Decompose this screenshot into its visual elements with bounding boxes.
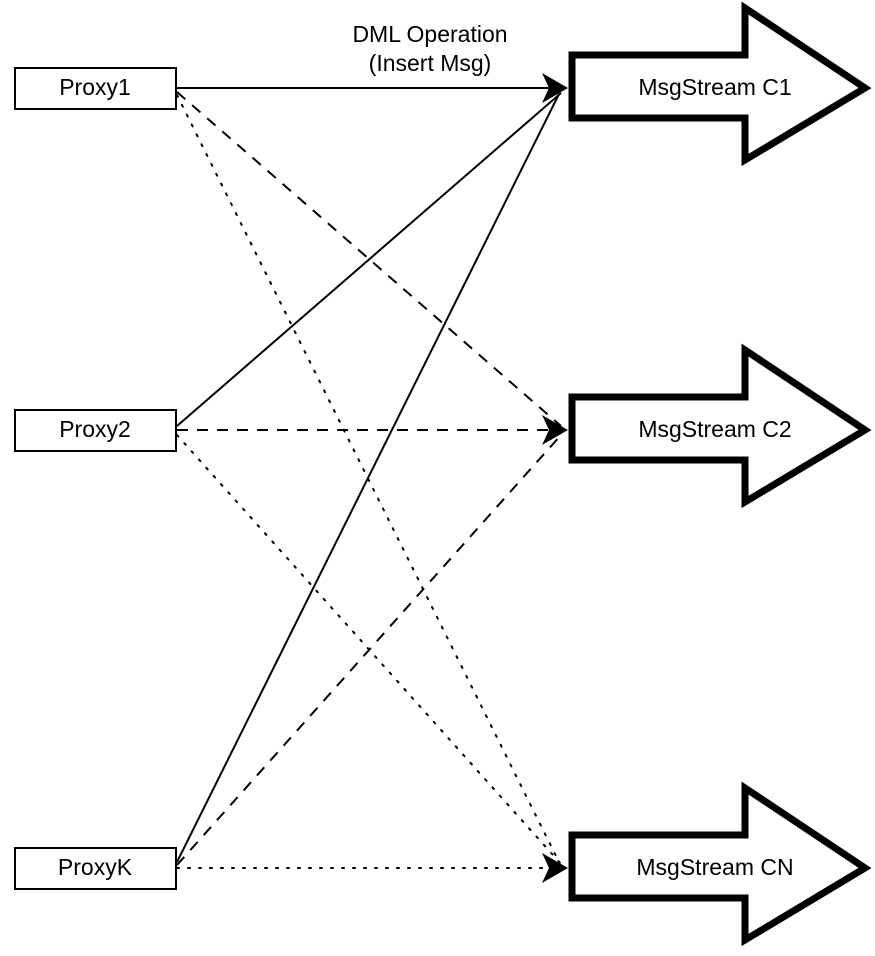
arrowhead-icon-stream-c2	[542, 415, 568, 445]
edge-proxyk-to-stream-c2[interactable]	[176, 434, 562, 866]
stream-node-c2[interactable]: MsgStream C2	[568, 343, 872, 509]
block-arrow-icon-stream-c1[interactable]	[568, 1, 872, 167]
stream-node-c1[interactable]: MsgStream C1	[568, 1, 872, 167]
stream-label-cn: MsgStream CN	[636, 854, 793, 880]
annotation-line-2: (Insert Msg)	[369, 50, 492, 76]
edge-proxy2-to-stream-c1[interactable]	[176, 92, 562, 427]
edge-layer	[176, 87, 564, 869]
edge-proxy1-to-stream-c2[interactable]	[176, 91, 562, 427]
proxy-box-proxyk[interactable]	[14, 847, 177, 890]
proxy-box-proxy2[interactable]	[14, 409, 177, 452]
block-arrow-icon-stream-cn[interactable]	[568, 781, 872, 947]
arrowhead-layer	[542, 73, 568, 883]
proxy-label-proxy2: Proxy2	[59, 416, 131, 442]
proxy-node-proxyk[interactable]: ProxyK	[14, 847, 177, 890]
annotation-line-1: DML Operation	[352, 21, 507, 47]
stream-label-c2: MsgStream C2	[638, 416, 791, 442]
proxy-label-proxy1: Proxy1	[59, 74, 131, 100]
stream-node-cn[interactable]: MsgStream CN	[568, 781, 872, 947]
block-arrow-icon-stream-c2[interactable]	[568, 343, 872, 509]
stream-label-c1: MsgStream C1	[638, 74, 791, 100]
proxy-node-proxy1[interactable]: Proxy1	[14, 67, 177, 110]
proxy-label-proxyk: ProxyK	[58, 854, 133, 880]
proxy-node-proxy2[interactable]: Proxy2	[14, 409, 177, 452]
arrowhead-icon-stream-c1	[542, 73, 568, 103]
arrowhead-icon-stream-cn	[542, 853, 568, 883]
proxy-box-proxy1[interactable]	[14, 67, 177, 110]
edge-annotation-dml-operation: DML Operation (Insert Msg)	[352, 21, 507, 76]
edge-proxyk-to-stream-c1[interactable]	[176, 93, 560, 863]
